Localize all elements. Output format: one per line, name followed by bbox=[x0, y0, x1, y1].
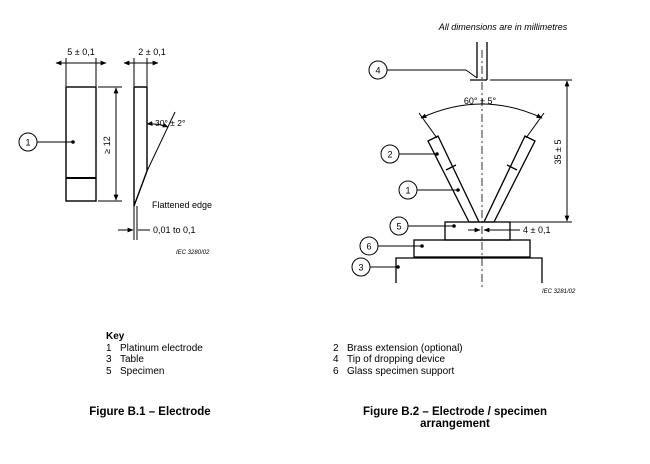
key-num: 5 bbox=[106, 365, 112, 377]
callout-1-circle bbox=[18, 132, 38, 152]
dim-angle-label-b2: 60° ± 5° bbox=[464, 96, 497, 106]
callout-5-circle bbox=[389, 216, 409, 236]
flattened-edge-label: Flattened edge bbox=[152, 200, 212, 210]
key-right: 2 Brass extension (optional) 4 Tip of dr… bbox=[333, 343, 463, 378]
dim-gap-label: 4 ± 0,1 bbox=[523, 225, 550, 235]
dim-thickness-label: 2 ± 0,1 bbox=[138, 47, 165, 57]
callout-2-circle bbox=[380, 144, 400, 164]
callout-5-number: 5 bbox=[396, 222, 401, 232]
table bbox=[395, 257, 543, 283]
key-item: 3 Table bbox=[106, 354, 203, 366]
key-num: 2 bbox=[333, 342, 339, 354]
key-item: 6 Glass specimen support bbox=[333, 366, 463, 378]
key-item: 2 Brass extension (optional) bbox=[333, 343, 463, 355]
callout-1-dot bbox=[71, 140, 75, 144]
callout-1-number: 1 bbox=[25, 138, 30, 148]
dim-angle-arc bbox=[146, 121, 169, 128]
figure-b1-drawing bbox=[18, 58, 176, 240]
electrode-side-view bbox=[133, 86, 148, 207]
dim-tip-label: 0,01 to 0,1 bbox=[153, 225, 196, 235]
key-num: 6 bbox=[333, 365, 339, 377]
figure-b2-caption-line1: Figure B.2 – Electrode / specimen bbox=[362, 406, 548, 418]
iec-ref-b1: IEC 3280/02 bbox=[176, 250, 210, 256]
dimensions-note: All dimensions are in millimetres bbox=[438, 22, 568, 32]
figure-b1-caption: Figure B.1 – Electrode bbox=[89, 406, 211, 418]
key-num: 3 bbox=[106, 354, 112, 365]
figure-b2-caption-line2: arrangement bbox=[420, 418, 490, 430]
callout-3-circle bbox=[351, 257, 371, 277]
right-electrode bbox=[482, 135, 536, 223]
callout-4-number: 4 bbox=[375, 66, 380, 76]
left-electrode bbox=[427, 135, 481, 223]
dim-angle-arc-b2 bbox=[420, 103, 543, 119]
callout-4-circle bbox=[368, 60, 388, 80]
key-text: Glass specimen support bbox=[347, 365, 455, 377]
key-text: Specimen bbox=[120, 365, 165, 377]
dim-height-label: ≥ 12 bbox=[102, 136, 112, 153]
callout-1-number-b2: 1 bbox=[405, 186, 410, 196]
electrode-front-view bbox=[65, 86, 97, 202]
key-text: Table bbox=[120, 354, 144, 365]
glass-support bbox=[413, 239, 531, 258]
callout-3-number: 3 bbox=[358, 263, 363, 273]
dim-width-label: 5 ± 0,1 bbox=[67, 47, 94, 57]
key-num: 1 bbox=[106, 342, 112, 354]
key-text: Platinum electrode bbox=[120, 342, 203, 354]
key-left: Key 1 Platinum electrode 3 Table 5 Speci… bbox=[106, 331, 203, 377]
callout-2-number: 2 bbox=[387, 150, 392, 160]
key-item: 5 Specimen bbox=[106, 366, 203, 378]
figure-b2-drawing bbox=[351, 42, 572, 290]
callout-1-circle-b2 bbox=[398, 180, 418, 200]
key-item: 1 Platinum electrode bbox=[106, 343, 203, 355]
iec-ref-b2: IEC 3281/02 bbox=[542, 289, 576, 295]
key-num: 4 bbox=[333, 354, 339, 365]
callout-6-circle bbox=[359, 236, 379, 256]
figure-b2-caption: Figure B.2 – Electrode / specimen arrang… bbox=[320, 406, 590, 430]
key-title: Key bbox=[106, 331, 125, 342]
key-item: 4 Tip of dropping device bbox=[333, 354, 463, 366]
callout-6-number: 6 bbox=[366, 242, 371, 252]
dim-height-label-b2: 35 ± 5 bbox=[553, 140, 563, 165]
dim-angle-label: 30° ± 2° bbox=[155, 118, 185, 128]
key-text: Brass extension (optional) bbox=[347, 342, 463, 354]
key-text: Tip of dropping device bbox=[347, 354, 446, 365]
